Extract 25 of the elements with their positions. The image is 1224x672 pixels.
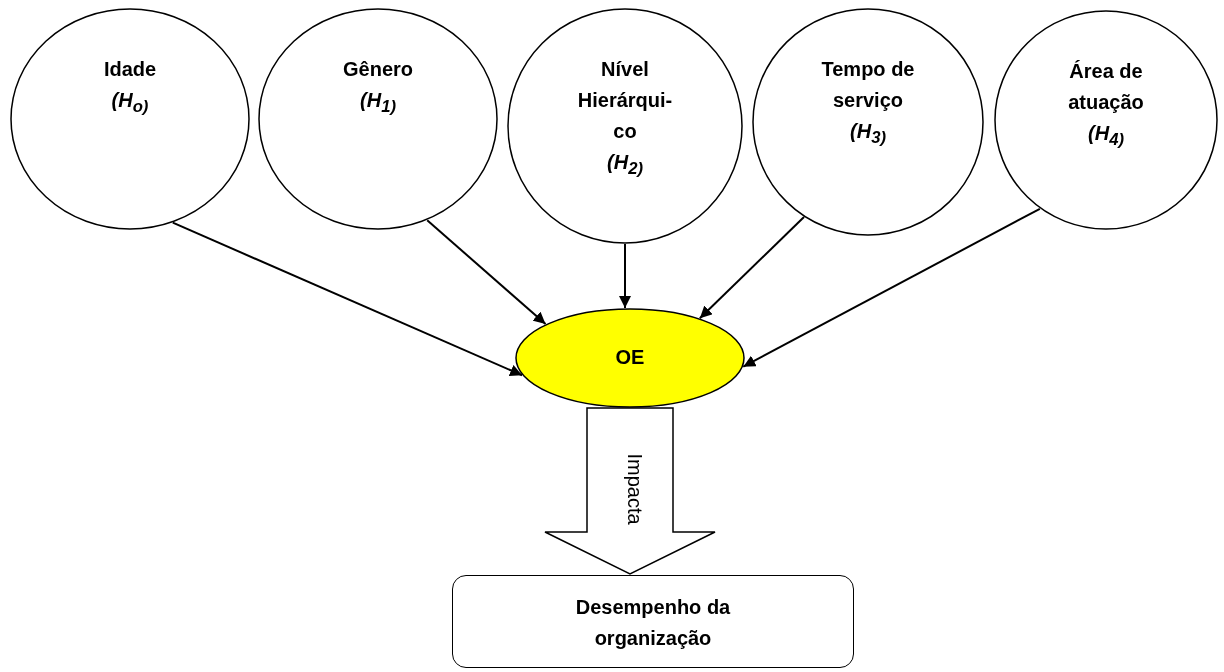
node-label: Idade <box>102 57 158 82</box>
node-label: Desempenho da organização <box>574 595 732 651</box>
node-label: Gênero <box>342 57 414 82</box>
oval-node <box>515 308 745 408</box>
block-arrow <box>544 407 716 575</box>
arrow <box>426 219 547 326</box>
circle-node <box>507 8 743 244</box>
circle-node <box>258 8 498 230</box>
node-label: Nível Hierárqui- co <box>576 57 674 144</box>
circle-node <box>994 10 1218 230</box>
node-label: Tempo de serviço <box>820 57 916 113</box>
rounded-box <box>452 575 854 668</box>
hypothesis-label: (H$_{o)}$ <box>110 88 150 118</box>
arrow <box>742 207 1041 368</box>
node-label: Área de atuação <box>1067 59 1145 115</box>
hypothesis-label: (H$_{1)}$ <box>359 88 397 118</box>
hypothesis-label: (H$_{3)}$ <box>849 119 887 149</box>
hypothesis-label: (H$_{2)}$ <box>606 150 644 180</box>
hypothesis-label: (H$_{4)}$ <box>1087 121 1125 151</box>
circle-node <box>752 8 984 236</box>
edge-label: Impacta <box>624 452 646 527</box>
node-label: OE <box>614 345 646 370</box>
circle-node <box>10 8 250 230</box>
arrow <box>619 243 631 310</box>
arrow <box>698 216 805 320</box>
